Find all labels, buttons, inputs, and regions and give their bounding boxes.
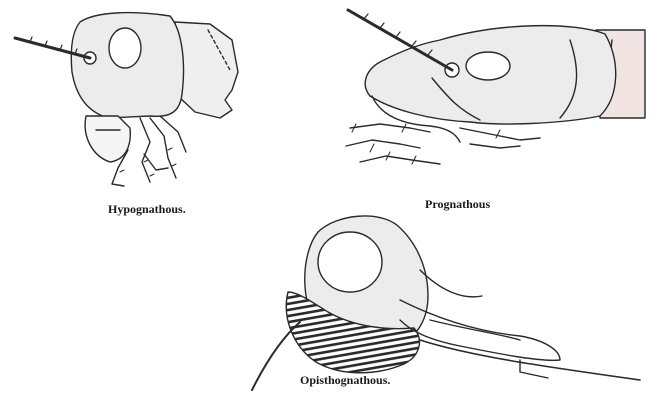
prognathous-head — [346, 10, 645, 164]
caption-hypognathous: Hypognathous. — [108, 202, 186, 217]
hypognathous-head — [15, 13, 238, 186]
opisthognathous-head — [252, 216, 640, 390]
caption-opisthognathous: Opisthognathous. — [300, 373, 390, 388]
caption-prognathous: Prognathous — [425, 197, 490, 212]
